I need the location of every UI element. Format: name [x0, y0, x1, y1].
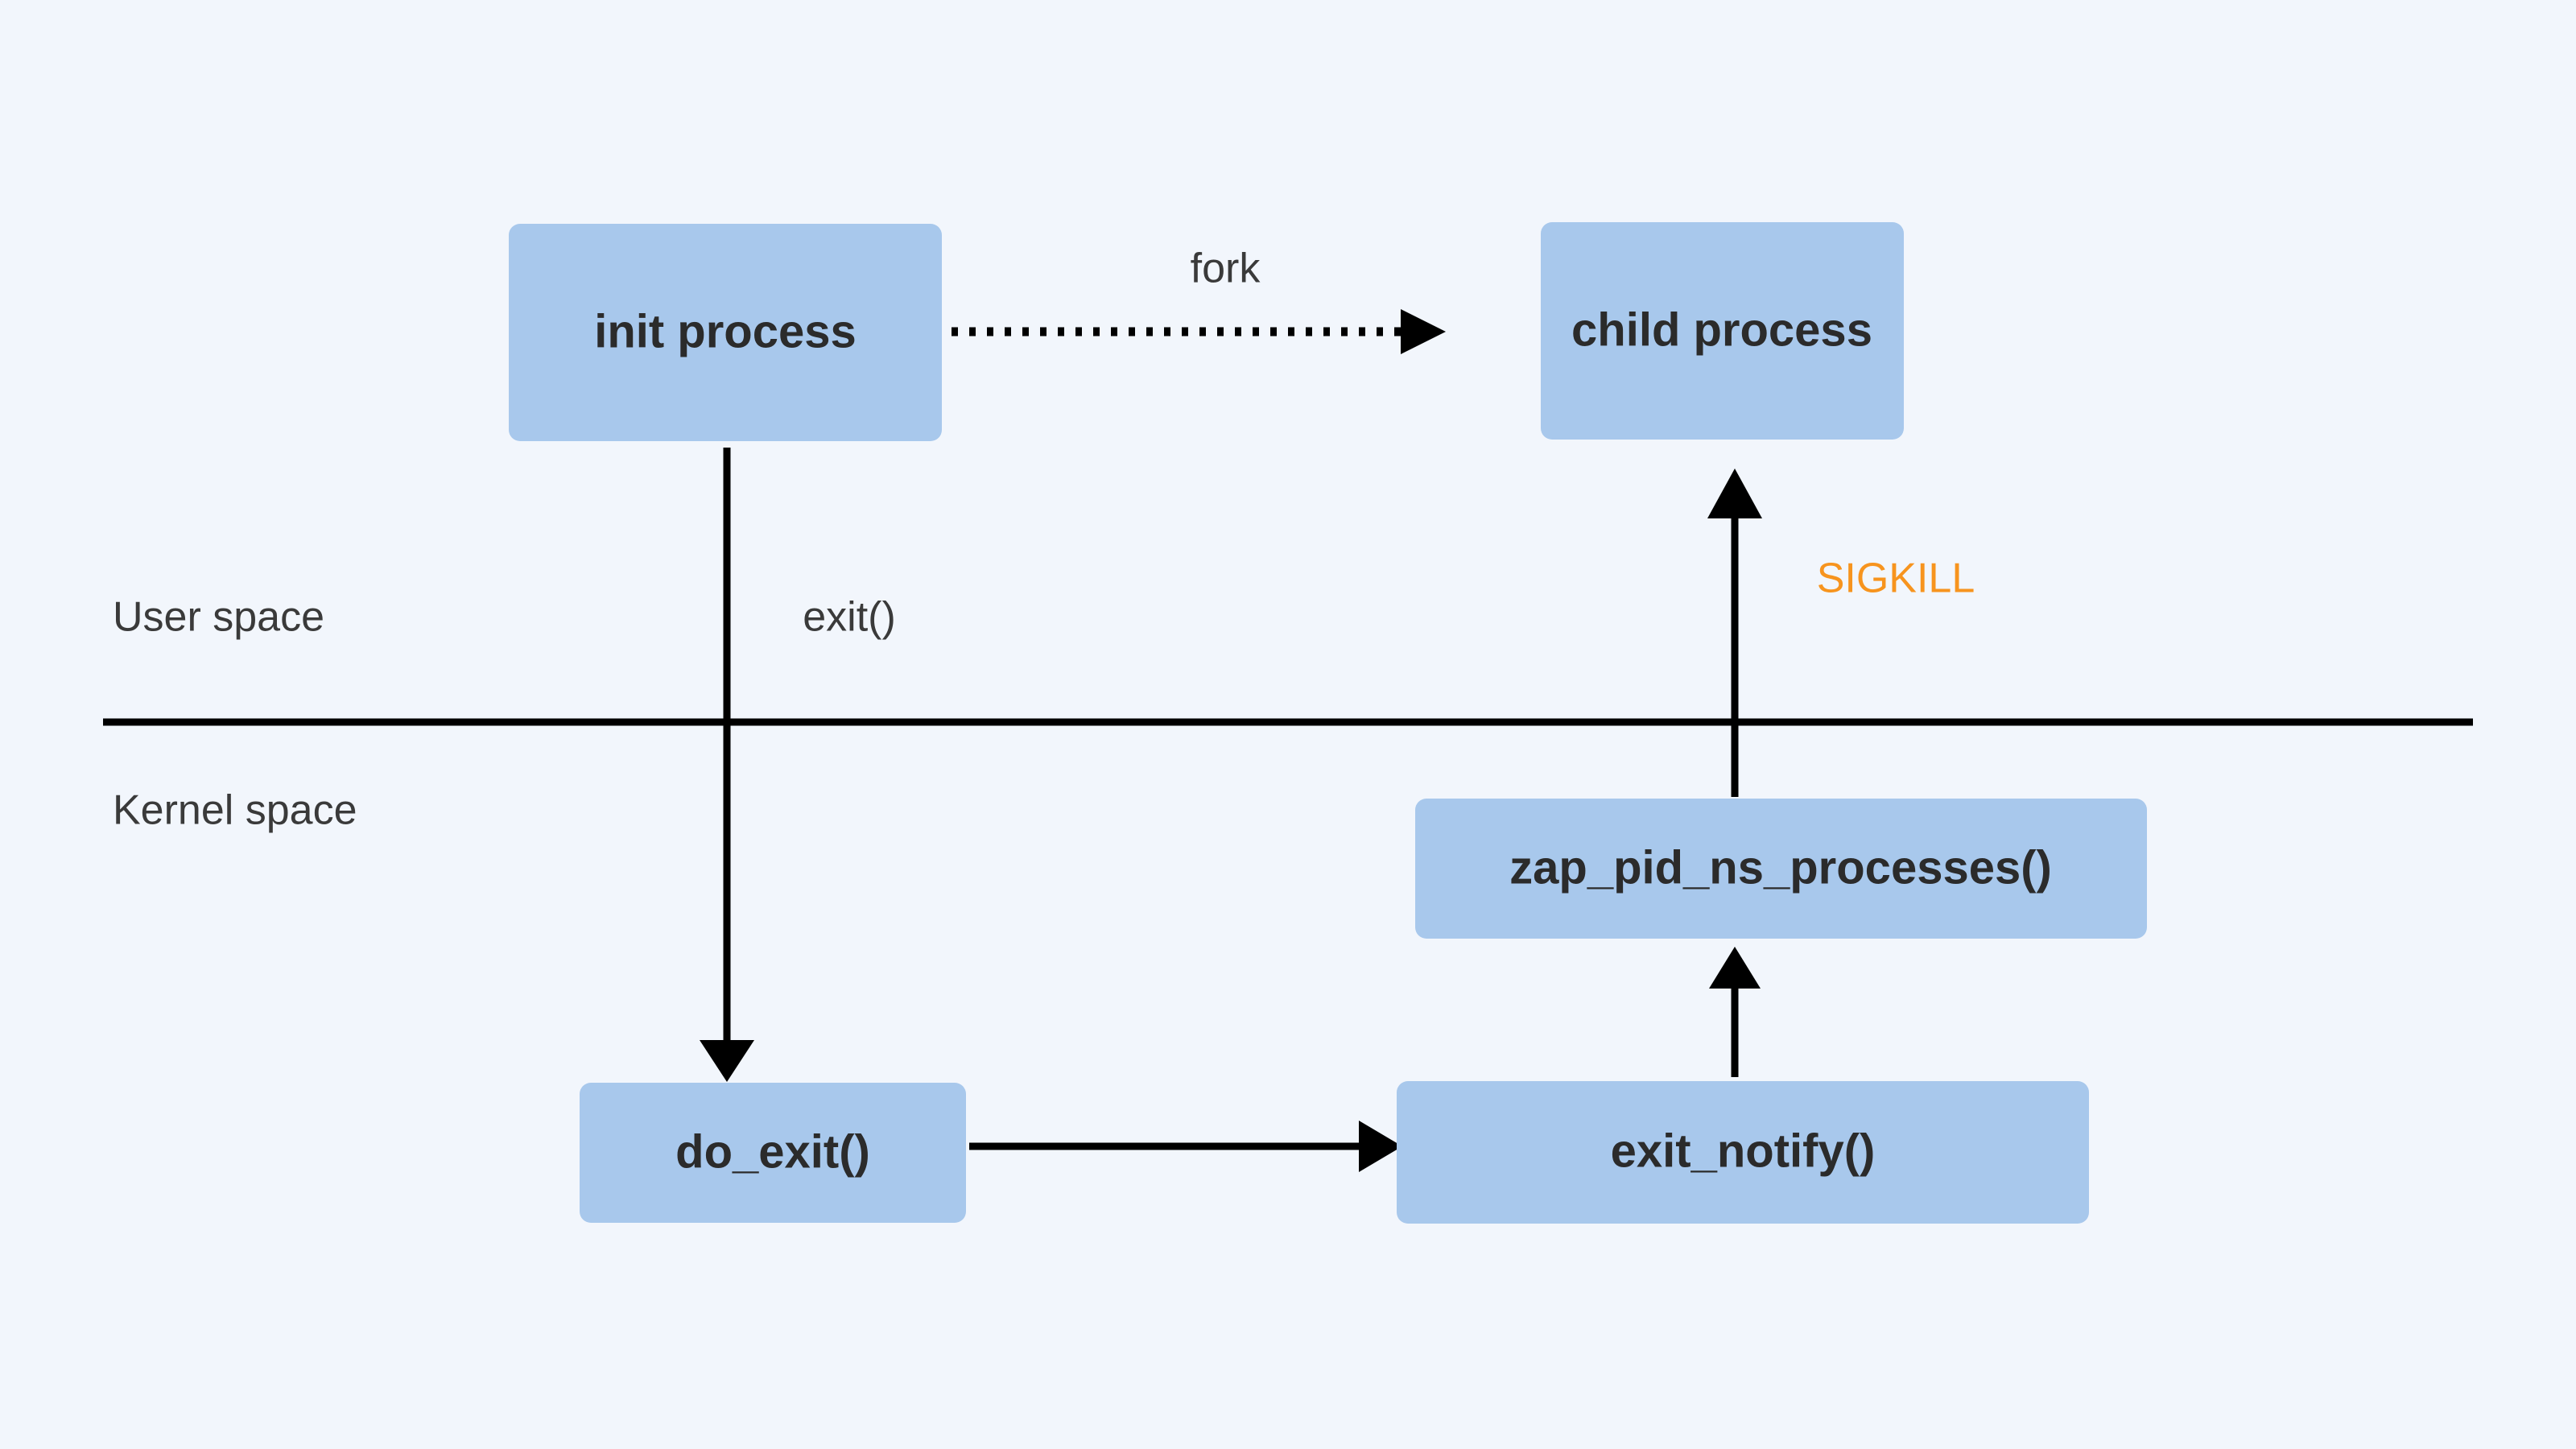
- node-do-exit-box[interactable]: [580, 1083, 966, 1223]
- region-label-user-space: User space: [113, 594, 324, 641]
- edge-fork: fork: [952, 246, 1446, 354]
- node-exit-notify-box[interactable]: [1397, 1081, 2089, 1224]
- edge-exit-notify-to-zap-arrowhead: [1709, 947, 1761, 989]
- node-exit-notify[interactable]: exit_notify(): [1397, 1081, 2089, 1224]
- edge-sigkill-arrowhead: [1707, 469, 1762, 518]
- edge-sigkill-label: SIGKILL: [1817, 555, 1975, 602]
- node-zap-pid-ns-processes[interactable]: zap_pid_ns_processes(): [1415, 799, 2147, 939]
- region-label-kernel-space: Kernel space: [113, 787, 357, 834]
- edge-do-exit-to-exit-notify: [969, 1121, 1402, 1172]
- edge-do-exit-to-exit-notify-arrowhead: [1359, 1121, 1402, 1172]
- node-init-process[interactable]: init process: [509, 224, 942, 441]
- edge-fork-arrowhead: [1401, 309, 1446, 354]
- edge-exit-arrowhead: [700, 1040, 754, 1082]
- node-zap-pid-ns-processes-box[interactable]: [1415, 799, 2147, 939]
- node-do-exit-label: do_exit(): [675, 1125, 870, 1178]
- node-do-exit[interactable]: do_exit(): [580, 1083, 966, 1223]
- node-child-process-label: child process: [1571, 303, 1872, 356]
- node-zap-pid-ns-processes-label: zap_pid_ns_processes(): [1509, 841, 2052, 894]
- edge-exit-notify-to-zap: [1709, 947, 1761, 1077]
- node-exit-notify-label: exit_notify(): [1611, 1125, 1876, 1177]
- edge-exit-label: exit(): [803, 594, 896, 641]
- node-child-process[interactable]: child process: [1541, 222, 1904, 440]
- node-child-process-box[interactable]: [1541, 222, 1904, 440]
- node-init-process-label: init process: [594, 305, 857, 357]
- edge-exit: exit(): [700, 448, 896, 1082]
- node-init-process-box[interactable]: [509, 224, 942, 441]
- edge-sigkill: SIGKILL: [1707, 469, 1975, 797]
- edge-fork-label: fork: [1191, 246, 1261, 292]
